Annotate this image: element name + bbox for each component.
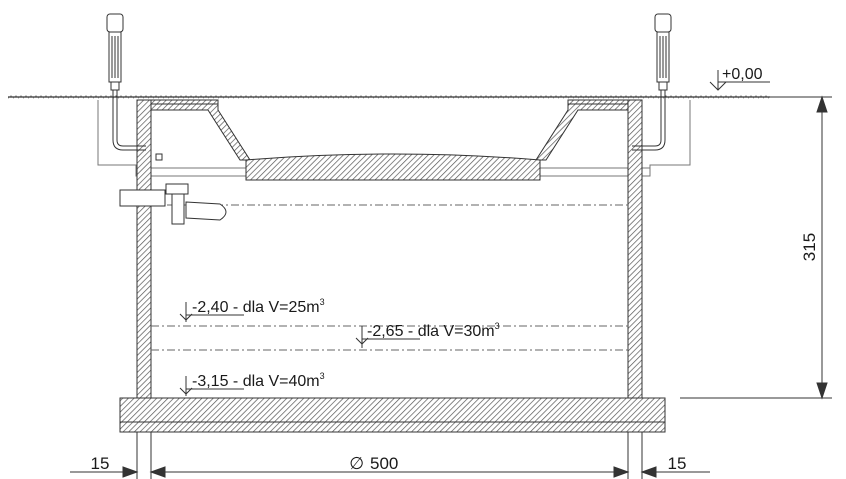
base-slab: [119, 397, 666, 433]
level-1-value: -2,40: [192, 299, 229, 316]
level-3-text: - dla V=40m: [228, 373, 319, 390]
vent-pipe-right: [632, 13, 672, 151]
tank-wall-left: [136, 99, 152, 399]
height-dimension: 315: [680, 95, 832, 400]
vent-pipe-left: [106, 13, 146, 151]
level-2-label: -2,65 - dla V=30m3: [367, 321, 500, 340]
level-2-sup: 3: [495, 321, 500, 331]
diameter-symbol: ∅: [349, 454, 364, 473]
level-marker-1: -2,40 - dla V=25m3: [179, 297, 325, 322]
wall-right-dimension: 15: [668, 454, 687, 473]
ground-level-label: +0,00: [722, 66, 763, 83]
level-marker-2: -2,65 - dla V=30m3: [355, 321, 500, 348]
width-dimensions: [70, 432, 710, 479]
ground-surface: [8, 95, 770, 100]
level-3-sup: 3: [320, 371, 325, 381]
level-marker-3: -3,15 - dla V=40m3: [179, 371, 325, 396]
level-3-value: -3,15: [192, 373, 229, 390]
vent-marker: [155, 153, 163, 161]
level-1-label: -2,40 - dla V=25m3: [192, 297, 325, 316]
level-1-text: - dla V=25m: [228, 299, 319, 316]
level-1-sup: 3: [320, 297, 325, 307]
level-3-label: -3,15 - dla V=40m3: [192, 371, 325, 390]
height-value: 315: [800, 233, 819, 261]
ground-level-marker: +0,00: [709, 66, 770, 91]
tank-wall-right: [627, 99, 643, 399]
level-2-value: -2,65: [367, 323, 404, 340]
wall-left-dimension: 15: [91, 454, 110, 473]
level-2-text: - dla V=30m: [403, 323, 494, 340]
inlet-pipe: [119, 183, 227, 225]
diameter-dimension: 500: [370, 454, 398, 473]
access-cone: [145, 99, 641, 161]
cover-slab: [245, 153, 541, 181]
